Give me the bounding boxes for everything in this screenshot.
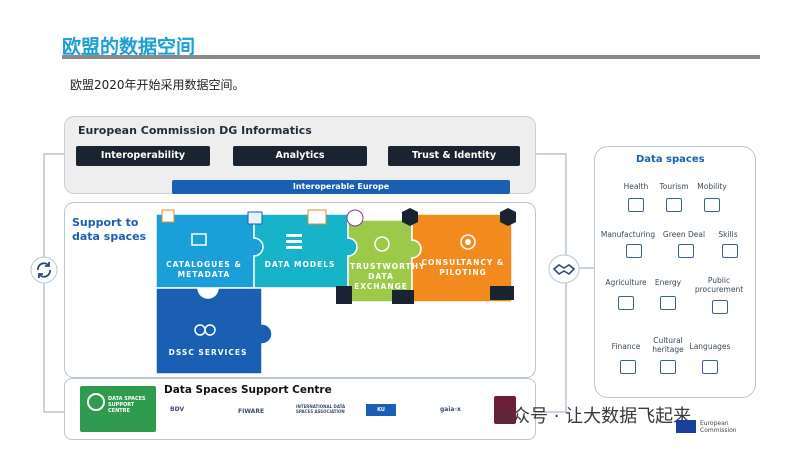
eu-commission-label: European Commission — [700, 420, 737, 434]
monitor-icon — [247, 211, 263, 225]
data-space-languages[interactable]: Languages — [689, 342, 731, 351]
badge-icon — [402, 208, 418, 226]
support-label: Support to data spaces — [72, 216, 147, 243]
list-icon — [286, 234, 302, 237]
skills-icon — [722, 244, 738, 258]
dssc-logo: DATA SPACES SUPPORT CENTRE — [80, 386, 156, 432]
puzzle-piece-dssc-services — [155, 287, 273, 375]
target-icon — [460, 234, 476, 250]
badge-icon — [500, 208, 516, 226]
piece-label-consultancy: CONSULTANCY & PILOTING — [421, 258, 505, 277]
piece-label-catalogues: CATALOGUES & METADATA — [166, 260, 242, 279]
tractor-icon — [618, 296, 634, 310]
data-space-green-deal[interactable]: Green Deal — [662, 230, 706, 239]
handshake-icon — [548, 254, 580, 284]
car-icon — [704, 198, 720, 212]
leaf-icon — [678, 244, 694, 258]
eu-flag-icon — [676, 420, 696, 433]
data-space-tourism[interactable]: Tourism — [659, 182, 689, 191]
interoperable-europe-band: Interoperable Europe — [172, 180, 510, 194]
data-space-health[interactable]: Health — [623, 182, 649, 191]
piece-label-trustworthy: TRUSTWORTHY DATA EXCHANGE — [350, 262, 426, 291]
analytics-button[interactable]: Analytics — [233, 146, 367, 166]
trust-identity-button[interactable]: Trust & Identity — [388, 146, 520, 166]
page-title: 欧盟的数据空间 — [62, 36, 196, 58]
partner-logo-ku-leuven: KU LEUVEN — [366, 404, 396, 425]
heritage-icon — [660, 360, 676, 374]
factory-icon — [626, 244, 642, 258]
piece-label-dssc-services: DSSC SERVICES — [168, 348, 248, 357]
data-space-energy[interactable]: Energy — [654, 278, 682, 287]
dg-informatics-title: European Commission DG Informatics — [78, 124, 312, 137]
data-space-cultural-heritage[interactable]: Cultural heritage — [652, 336, 684, 354]
puzzle-piece-data-models — [253, 213, 358, 289]
data-space-finance[interactable]: Finance — [611, 342, 641, 351]
piece-label-data-models: DATA MODELS — [264, 260, 336, 269]
procurement-icon — [712, 300, 728, 314]
ebsi-logo — [346, 209, 364, 227]
data-space-agriculture[interactable]: Agriculture — [605, 278, 647, 287]
data-space-public-procurement[interactable]: Public procurement — [694, 276, 744, 294]
screen-icon — [392, 290, 414, 304]
crest-logo — [494, 396, 516, 424]
screen-icon — [490, 286, 514, 300]
screen-icon — [336, 286, 352, 304]
dssc-logo-text: DATA SPACES SUPPORT CENTRE — [108, 396, 146, 414]
partner-logo-bdv: BDV — [170, 406, 185, 413]
finance-icon — [620, 360, 636, 374]
data-space-manufacturing[interactable]: Manufacturing — [600, 230, 656, 239]
data-space-mobility[interactable]: Mobility — [697, 182, 727, 191]
refresh-icon — [30, 256, 58, 284]
data-space-skills[interactable]: Skills — [718, 230, 738, 239]
monitor-icon — [307, 209, 327, 225]
page-subtitle: 欧盟2020年开始采用数据空间。 — [70, 78, 245, 92]
data-spaces-panel — [594, 146, 756, 398]
data-spaces-title: Data spaces — [636, 154, 705, 165]
check-icon — [374, 236, 390, 252]
speech-icon — [702, 360, 718, 374]
dssc-logo-icon — [87, 393, 105, 411]
interoperability-button[interactable]: Interoperability — [76, 146, 210, 166]
partner-logo-fiware: FIWARE — [238, 408, 265, 415]
puzzle-graphic — [155, 208, 516, 375]
health-icon — [628, 198, 644, 212]
watermark-text: 公众号 · 让大数据飞起来 — [494, 406, 692, 427]
dssc-title: Data Spaces Support Centre — [164, 384, 332, 396]
energy-icon — [660, 296, 676, 310]
monitor-icon — [161, 209, 175, 223]
folder-icon — [191, 233, 207, 246]
tourism-icon — [666, 198, 682, 212]
partner-logo-idsa: INTERNATIONAL DATA SPACES ASSOCIATION — [296, 404, 346, 414]
partner-logo-gaia-x: gaia-x — [440, 406, 461, 413]
title-divider — [62, 55, 760, 59]
